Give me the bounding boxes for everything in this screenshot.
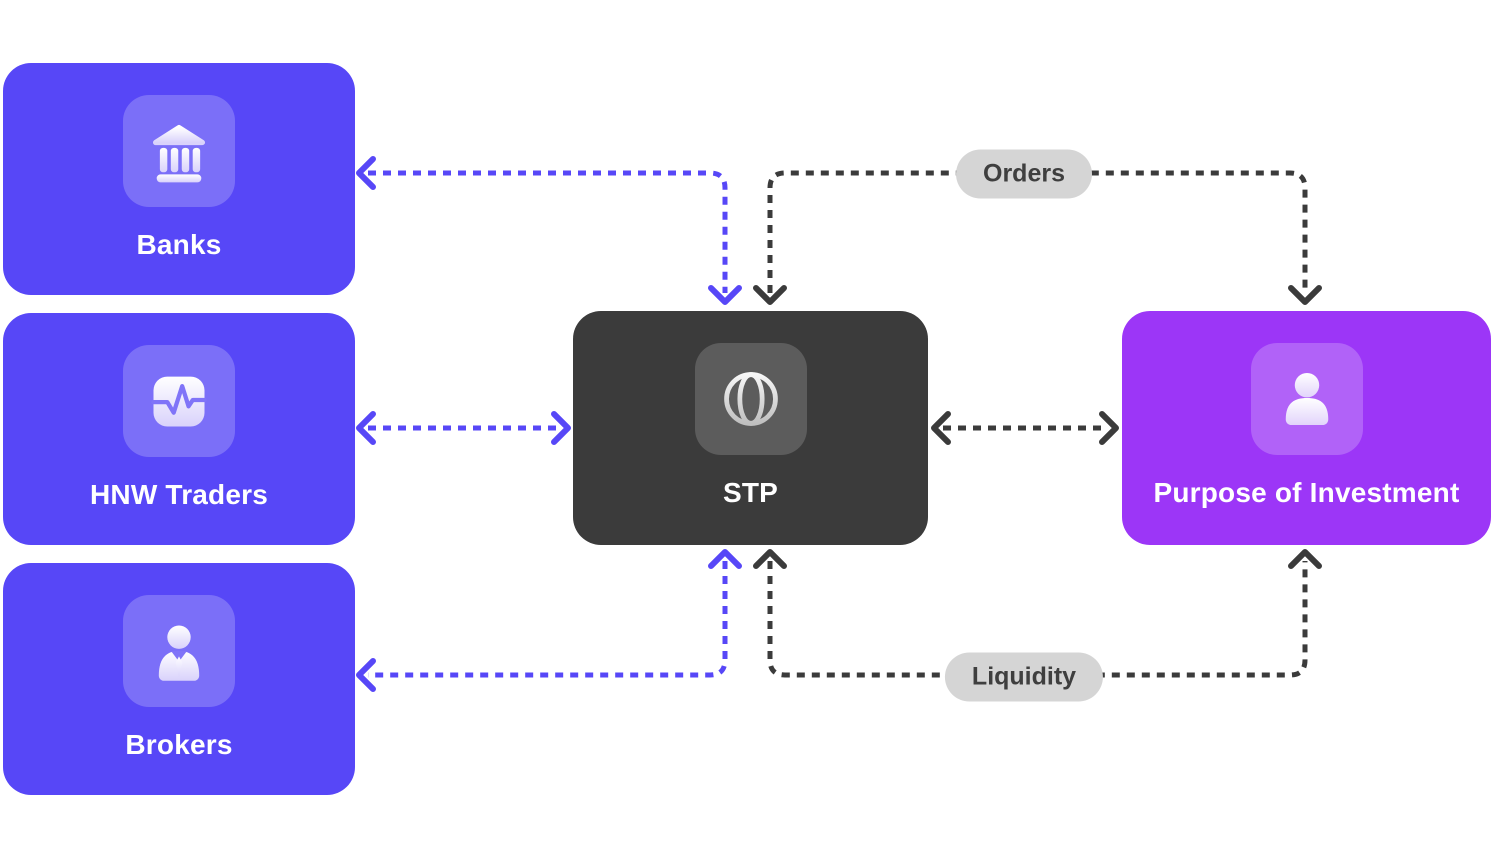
user-icon-glyph	[1285, 372, 1328, 426]
bank-icon	[123, 95, 235, 207]
arrowhead-into-stp-left	[551, 411, 571, 445]
node-hnw-traders[interactable]: HNW Traders	[3, 313, 355, 545]
arrowhead-liquidity-into-purpose	[1288, 549, 1322, 569]
arrowhead-into-stp-top-left	[708, 285, 742, 305]
edge-stp-purpose-middle	[931, 411, 1119, 445]
arrowhead-into-banks	[356, 156, 376, 190]
edge-hnw-stp	[356, 411, 571, 445]
edge-banks-stp-line	[368, 170, 728, 293]
node-label-banks: Banks	[136, 229, 222, 260]
edge-label-orders: Orders	[956, 149, 1092, 199]
edge-label-liquidity: Liquidity	[944, 652, 1104, 702]
arrowhead-into-brokers	[356, 658, 376, 692]
arrowhead-into-purpose-left	[1099, 411, 1119, 445]
user-icon	[1250, 343, 1363, 455]
activity-chart-icon-glyph	[151, 376, 207, 427]
arrowhead-orders-into-stp	[753, 285, 787, 305]
node-label-brokers: Brokers	[125, 729, 233, 760]
activity-chart-icon	[123, 345, 235, 457]
edge-brokers-stp-line	[368, 561, 728, 678]
node-stp[interactable]: STP	[573, 311, 928, 545]
arrowhead-liquidity-into-stp	[753, 549, 787, 569]
edge-label-liquidity-text: Liquidity	[971, 662, 1077, 691]
bank-icon-glyph	[152, 124, 206, 183]
edge-banks-stp	[356, 156, 742, 305]
arrowhead-into-hnw	[356, 411, 376, 445]
node-label-stp: STP	[722, 477, 779, 508]
globe-icon-glyph	[723, 372, 778, 426]
node-label-purpose-of-investment: Purpose of Investment	[1153, 477, 1460, 508]
arrowhead-orders-into-purpose	[1288, 285, 1322, 305]
node-label-hnw-traders: HNW Traders	[89, 479, 269, 510]
arrowhead-into-stp-right	[931, 411, 951, 445]
node-purpose-of-investment[interactable]: Purpose of Investment	[1122, 311, 1491, 545]
edge-label-orders-text: Orders	[983, 159, 1065, 188]
globe-icon	[694, 343, 807, 455]
broker-person-icon-glyph	[158, 625, 200, 681]
broker-person-icon	[123, 595, 235, 707]
node-brokers[interactable]: Brokers	[3, 563, 355, 795]
edge-brokers-stp	[356, 549, 742, 692]
node-banks[interactable]: Banks	[3, 63, 355, 295]
arrowhead-into-stp-bottom-left	[708, 549, 742, 569]
